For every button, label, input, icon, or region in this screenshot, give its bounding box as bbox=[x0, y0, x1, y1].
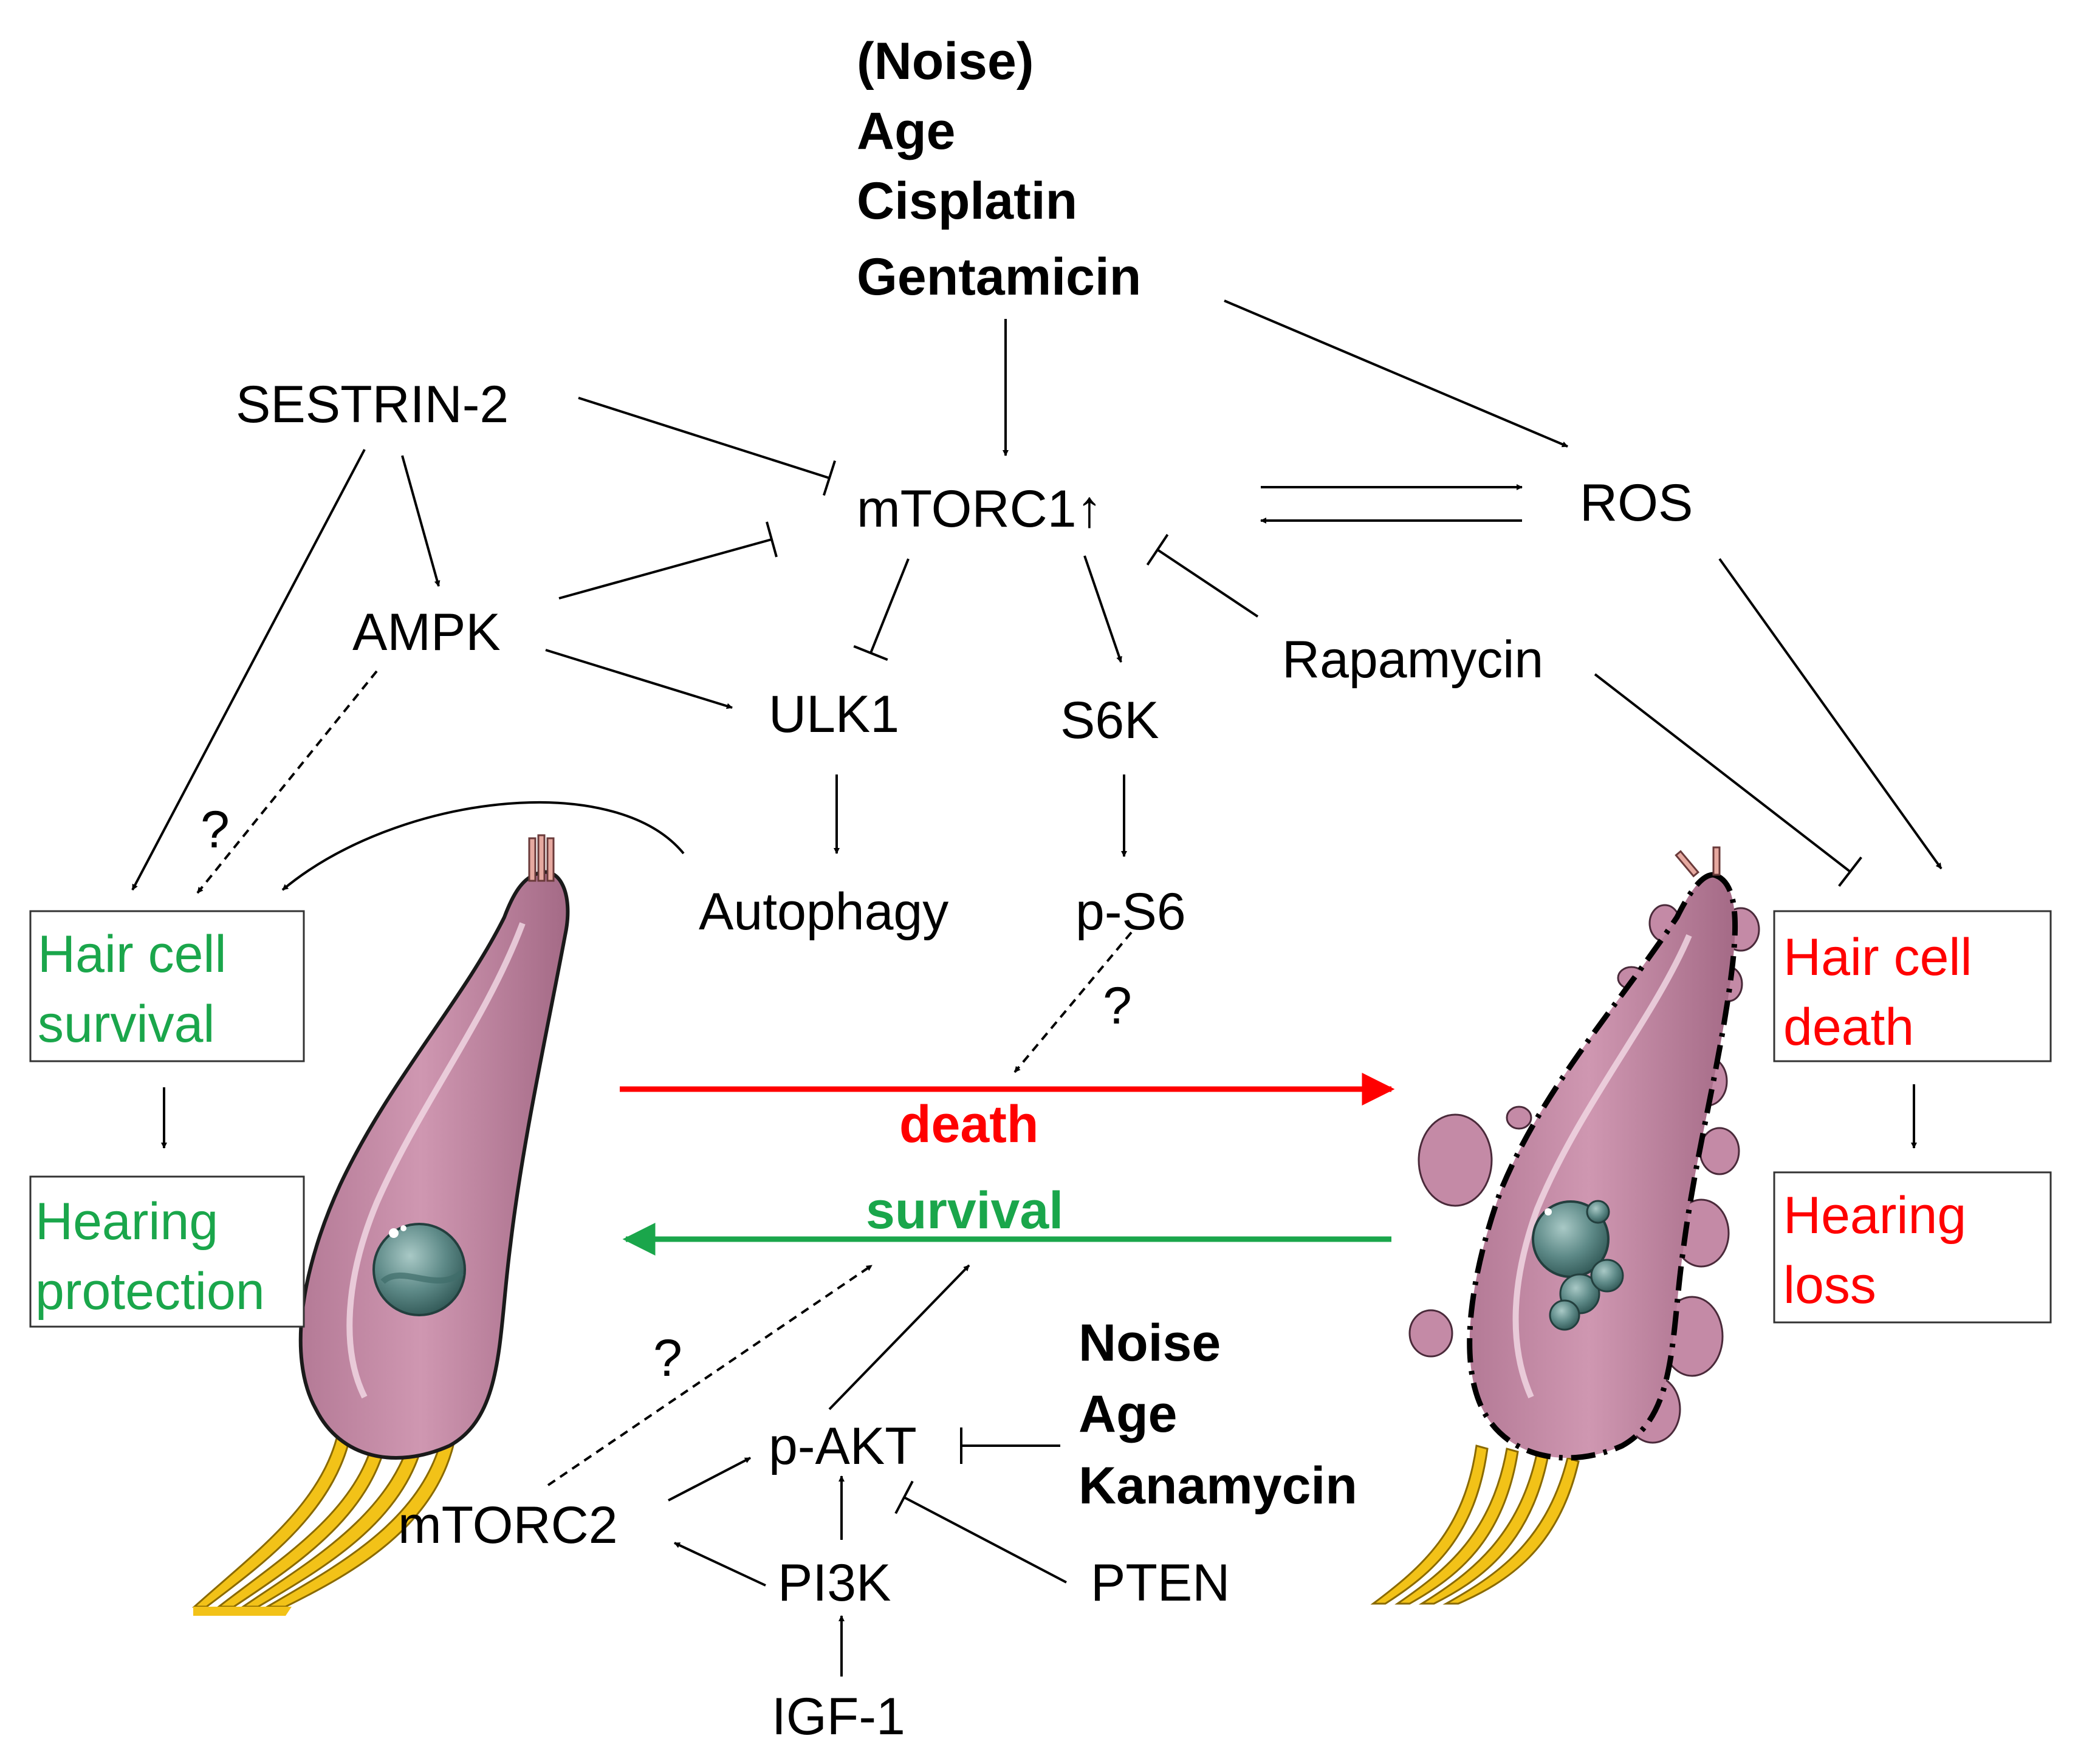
edge-ros-to-death bbox=[1718, 558, 1943, 870]
stressors-bottom: Noise Age Kanamycin bbox=[1078, 1314, 1357, 1515]
stressor-top-4: Gentamicin bbox=[857, 248, 1141, 306]
nerve-fibers-left bbox=[192, 1420, 457, 1616]
healthy-hair-cell-illustration bbox=[192, 834, 570, 1616]
death-box-line2: death bbox=[1783, 998, 1914, 1056]
edge-ps6-to-death-dashed bbox=[1013, 931, 1133, 1073]
edge-ampk-inhibits-mtorc1 bbox=[558, 521, 778, 600]
edge-ampk-to-survival-dashed bbox=[196, 670, 378, 894]
death-box-line1: Hair cell bbox=[1783, 928, 1972, 986]
node-s6k: S6K bbox=[1060, 691, 1159, 750]
edge-rapamycin-inhibits-death bbox=[1594, 673, 1862, 887]
edge-pakt-to-survival bbox=[828, 1264, 970, 1410]
edge-pi3k-to-mtorc2 bbox=[674, 1542, 766, 1587]
edge-stressors-to-ros bbox=[1224, 299, 1568, 448]
death-label: death bbox=[899, 1095, 1038, 1154]
stereocilia-right bbox=[1675, 846, 1721, 878]
nucleus-right bbox=[1532, 1200, 1624, 1331]
stressors-top: (Noise) Age Cisplatin Gentamicin bbox=[857, 32, 1141, 306]
survival-box bbox=[29, 910, 305, 1062]
edge-sestrin2-to-survival bbox=[131, 449, 366, 891]
death-box bbox=[1773, 910, 2052, 1062]
survival-label: survival bbox=[866, 1181, 1063, 1240]
node-autophagy: Autophagy bbox=[699, 883, 948, 941]
protection-box-line2: protection bbox=[35, 1262, 265, 1321]
stressor-top-3: Cisplatin bbox=[857, 172, 1077, 230]
node-rapamycin: Rapamycin bbox=[1282, 631, 1543, 689]
edge-rapamycin-inhibits-mtorc1 bbox=[1146, 533, 1259, 618]
stressor-top-2: Age bbox=[857, 102, 955, 160]
nerve-fibers-right bbox=[1370, 1444, 1580, 1605]
stereocilia-left bbox=[528, 834, 555, 882]
stressor-top-1: (Noise) bbox=[857, 32, 1034, 91]
unknown-mark-ps6: ? bbox=[1103, 977, 1132, 1035]
node-pakt: p-AKT bbox=[769, 1417, 917, 1475]
protection-box-line1: Hearing bbox=[35, 1192, 218, 1251]
node-ros: ROS bbox=[1580, 474, 1693, 532]
node-ps6: p-S6 bbox=[1075, 883, 1186, 941]
protection-box bbox=[29, 1175, 305, 1328]
edge-mtorc1-inhibits-ulk1 bbox=[853, 558, 910, 661]
stressor-bottom-1: Noise bbox=[1078, 1314, 1221, 1372]
unknown-mark-ampk: ? bbox=[201, 801, 230, 859]
node-igf1: IGF-1 bbox=[772, 1687, 905, 1746]
edge-pten-inhibits-pakt bbox=[894, 1480, 1067, 1584]
nucleus-left bbox=[372, 1223, 466, 1316]
node-mtorc2: mTORC2 bbox=[398, 1496, 618, 1554]
unknown-mark-mtorc2: ? bbox=[653, 1329, 682, 1387]
edge-mtorc2-to-survival-dashed bbox=[547, 1264, 873, 1486]
node-sestrin2: SESTRIN-2 bbox=[236, 375, 509, 434]
loss-box bbox=[1773, 1171, 2052, 1324]
node-ampk: AMPK bbox=[352, 603, 501, 662]
edge-sestrin2-to-ampk bbox=[401, 455, 441, 587]
survival-box-line1: Hair cell bbox=[38, 925, 227, 983]
edge-mtorc2-to-pakt bbox=[668, 1457, 751, 1502]
damaged-hair-cell-body bbox=[1467, 872, 1738, 1461]
edge-ampk-to-ulk1 bbox=[545, 649, 733, 709]
edge-autophagy-to-survival bbox=[281, 801, 685, 891]
hair-cell-body bbox=[298, 870, 570, 1460]
damaged-hair-cell-illustration bbox=[1370, 846, 1760, 1605]
edge-sestrin2-inhibits-mtorc1 bbox=[578, 397, 837, 496]
edge-mtorc1-to-s6k bbox=[1083, 555, 1122, 663]
loss-box-line2: loss bbox=[1783, 1256, 1876, 1314]
survival-box-line2: survival bbox=[38, 995, 215, 1053]
stressor-bottom-2: Age bbox=[1078, 1385, 1177, 1443]
loss-box-line1: Hearing bbox=[1783, 1186, 1966, 1245]
node-pi3k: PI3K bbox=[778, 1554, 891, 1612]
node-ulk1: ULK1 bbox=[769, 685, 899, 744]
node-pten: PTEN bbox=[1091, 1554, 1230, 1612]
stressor-bottom-3: Kanamycin bbox=[1078, 1457, 1357, 1515]
node-mtorc1: mTORC1↑ bbox=[857, 480, 1103, 538]
